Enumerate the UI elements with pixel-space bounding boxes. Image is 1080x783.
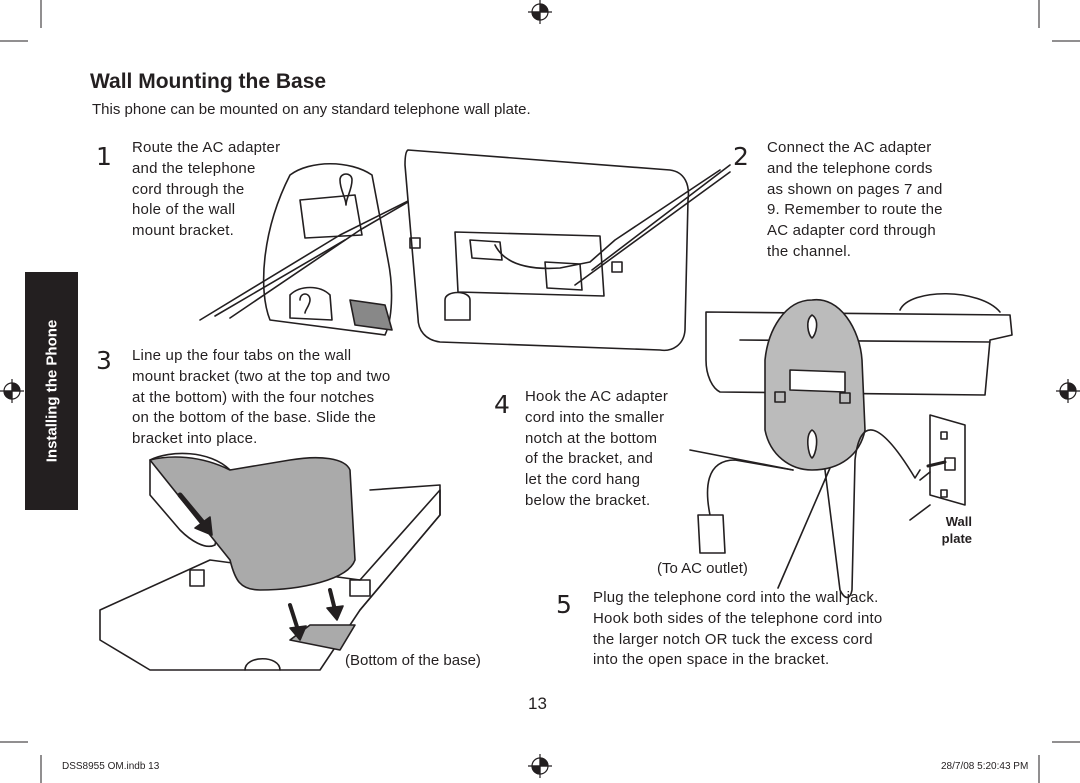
step-text-3: Line up the four tabs on the wall mount …: [132, 347, 391, 448]
step-number-4: 4: [494, 390, 510, 419]
mounted-bracket-illustration: [689, 292, 1013, 599]
step-text-1: Route the AC adapter and the telephone c…: [132, 139, 281, 240]
base-bottom-illustration: [99, 452, 441, 671]
step-number-3: 3: [96, 346, 112, 375]
step-number-5: 5: [556, 590, 572, 619]
registration-mark-icon: [1056, 379, 1080, 403]
registration-mark-icon: [528, 754, 552, 778]
page-number: 13: [528, 694, 547, 713]
registration-mark-icon: [528, 0, 552, 24]
step-number-2: 2: [733, 142, 749, 171]
footer-file: DSS8955 OM.indb 13: [62, 761, 160, 772]
caption-to-ac-outlet: (To AC outlet): [657, 560, 748, 577]
caption-bottom-of-base: (Bottom of the base): [345, 652, 481, 669]
side-tab-label: Installing the Phone: [43, 319, 60, 463]
registration-mark-icon: [0, 379, 24, 403]
step-text-2: Connect the AC adapter and the telephone…: [767, 139, 943, 260]
base-back-illustration: [404, 149, 721, 352]
side-tab: Installing the Phone: [25, 272, 78, 510]
step-number-1: 1: [96, 142, 112, 171]
step-text-5: Plug the telephone cord into the wall ja…: [593, 589, 883, 669]
intro-text: This phone can be mounted on any standar…: [92, 101, 531, 118]
step-text-4: Hook the AC adapter cord into the smalle…: [525, 388, 669, 509]
page-title: Wall Mounting the Base: [90, 70, 327, 93]
caption-wall-plate: Wall plate: [941, 514, 972, 546]
footer-timestamp: 28/7/08 5:20:43 PM: [941, 761, 1029, 772]
